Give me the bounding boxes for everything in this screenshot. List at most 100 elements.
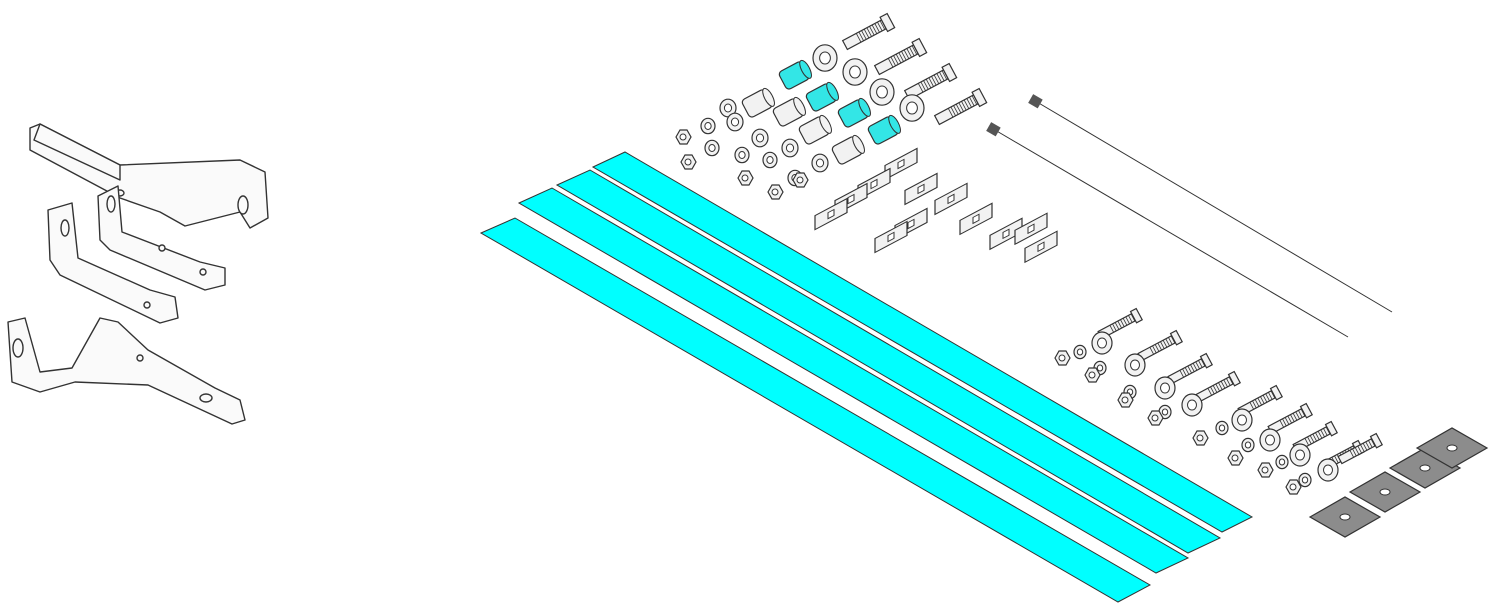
washer-hole bbox=[738, 151, 746, 159]
bolt-thread bbox=[925, 78, 932, 89]
bolt-thread bbox=[1168, 337, 1173, 345]
bolt-thread bbox=[1157, 342, 1162, 351]
bolt-thread bbox=[858, 31, 864, 41]
bolt-thread bbox=[958, 102, 964, 112]
nut-hole bbox=[771, 188, 779, 196]
bolt-thread bbox=[1152, 345, 1157, 354]
bolt-thread bbox=[1317, 430, 1323, 439]
spacer bbox=[778, 59, 812, 90]
washer-hole bbox=[1187, 399, 1197, 411]
nut-hole bbox=[1088, 371, 1096, 379]
spacer bbox=[741, 87, 775, 118]
bolt-thread bbox=[961, 101, 967, 111]
bolt-head bbox=[1369, 432, 1384, 449]
washer-hole bbox=[1160, 382, 1170, 394]
bolt-thread bbox=[936, 73, 942, 83]
bolt-head bbox=[911, 37, 928, 58]
bolt-thread bbox=[950, 106, 956, 116]
bolt-thread bbox=[1192, 362, 1198, 371]
spacer-end bbox=[852, 134, 865, 154]
bolt-thread bbox=[869, 26, 875, 36]
bolt-thread bbox=[1210, 386, 1215, 395]
bolt-thread bbox=[890, 56, 896, 66]
bolt-thread bbox=[898, 52, 904, 62]
spacer-end bbox=[819, 114, 832, 134]
bolt-thread bbox=[955, 103, 962, 114]
bolt-thread bbox=[1312, 433, 1317, 442]
washer-hole bbox=[704, 122, 712, 130]
bolt-thread bbox=[874, 23, 880, 33]
bolt-thread bbox=[1198, 360, 1203, 368]
bolt-thread bbox=[1179, 370, 1184, 378]
spacer-end bbox=[799, 59, 812, 79]
plate-hole bbox=[1419, 464, 1431, 472]
bolt-shank bbox=[841, 19, 888, 51]
nut-hole bbox=[1231, 454, 1239, 462]
clip-hole bbox=[972, 213, 980, 225]
bolt-thread bbox=[1212, 385, 1218, 393]
bracket-middle bbox=[47, 185, 226, 324]
washer-hole bbox=[849, 65, 861, 79]
bolt-thread bbox=[861, 30, 867, 40]
clip-hole bbox=[827, 208, 835, 220]
bolt-thread bbox=[1249, 402, 1254, 410]
spacer bbox=[867, 114, 901, 145]
cyan-strip bbox=[479, 217, 1152, 603]
bolt-thread bbox=[855, 33, 862, 43]
bolt bbox=[1195, 370, 1242, 403]
washer-hole bbox=[1161, 408, 1169, 416]
spacer bbox=[798, 114, 832, 145]
bolt-thread bbox=[1307, 436, 1312, 445]
nut-hole bbox=[1261, 466, 1269, 474]
bolt-thread bbox=[966, 98, 972, 108]
washer-hole bbox=[1096, 364, 1104, 372]
bolt-thread bbox=[1279, 420, 1284, 428]
bolt-thread bbox=[1165, 338, 1170, 347]
bolt-thread bbox=[1170, 335, 1176, 344]
nut-hole bbox=[1151, 414, 1159, 422]
bolt-thread bbox=[1109, 325, 1114, 333]
bolt-head bbox=[1169, 329, 1184, 346]
washer-hole bbox=[876, 85, 888, 99]
bolt bbox=[1267, 402, 1314, 435]
bolt-thread bbox=[1354, 447, 1360, 455]
bolt-thread bbox=[1292, 412, 1298, 421]
bolt-thread bbox=[895, 53, 902, 64]
clip bbox=[874, 220, 908, 254]
bolt-thread bbox=[1207, 388, 1212, 396]
clip bbox=[904, 172, 938, 206]
washer-hole bbox=[755, 133, 765, 143]
bolt-thread bbox=[1368, 440, 1373, 448]
washer-hole bbox=[1301, 476, 1309, 484]
bolt-thread bbox=[1215, 383, 1220, 392]
bolt-thread bbox=[1228, 376, 1234, 385]
bolt-head bbox=[1199, 352, 1214, 369]
bolt-thread bbox=[1128, 315, 1133, 323]
bolt-thread bbox=[1287, 415, 1292, 424]
bolt-thread bbox=[1325, 426, 1331, 435]
clip-hole bbox=[847, 193, 855, 205]
cyan-strips bbox=[479, 151, 1254, 603]
bolt-thread bbox=[1190, 364, 1195, 372]
bolt-thread bbox=[1257, 397, 1262, 406]
nut-hole bbox=[1058, 354, 1066, 362]
clip bbox=[934, 182, 968, 216]
spacer-end bbox=[888, 114, 901, 134]
bolt-thread bbox=[893, 55, 899, 65]
bolt-thread bbox=[923, 80, 929, 90]
bolt-thread bbox=[1187, 365, 1192, 374]
washer-hole bbox=[1244, 441, 1252, 449]
bolt-thread bbox=[928, 77, 934, 87]
bolt-thread bbox=[1223, 379, 1228, 388]
bolt-thread bbox=[1300, 408, 1306, 417]
bolt-thread bbox=[1315, 432, 1320, 440]
bolt-thread bbox=[941, 70, 948, 80]
bolt-thread bbox=[901, 51, 907, 61]
bolt-thread bbox=[1160, 341, 1165, 349]
bolt-thread bbox=[1362, 442, 1368, 451]
bolt-thread bbox=[1320, 429, 1325, 438]
bolt-thread bbox=[1282, 418, 1287, 427]
washer-hole bbox=[708, 144, 716, 152]
cyan-strip bbox=[555, 169, 1222, 554]
